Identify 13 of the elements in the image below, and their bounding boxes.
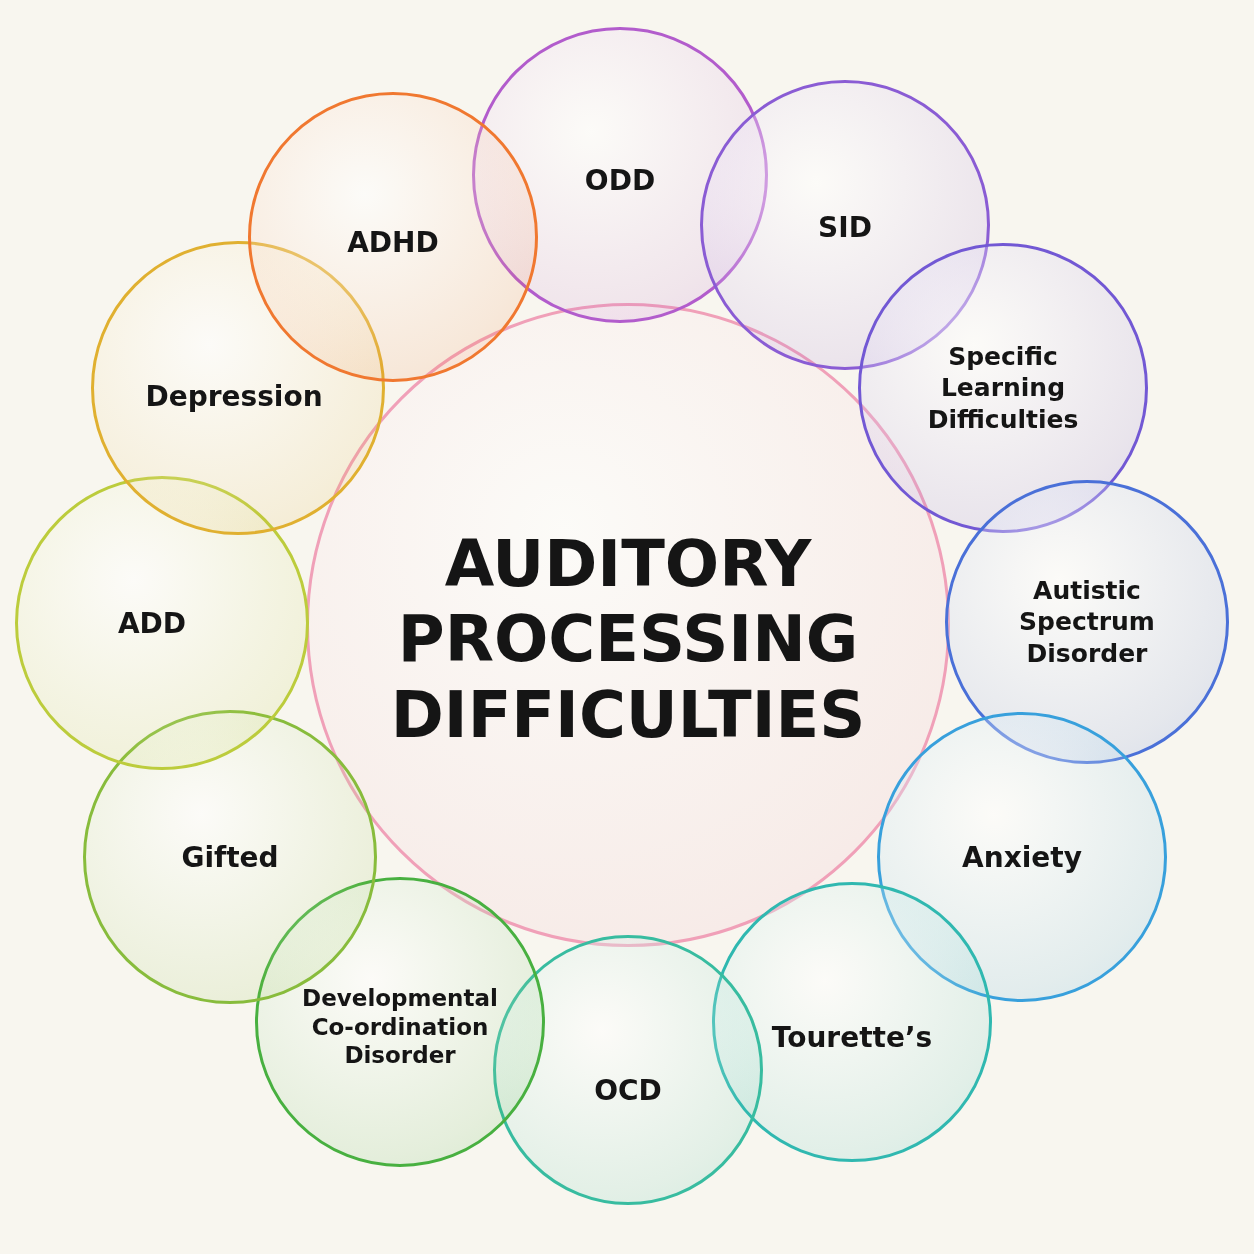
circle-label: OCD [593, 1072, 663, 1108]
circle-label: Depression [144, 378, 324, 414]
circle-label: ADD [116, 605, 188, 641]
circle-label: ODD [583, 162, 657, 198]
circle-label: Anxiety [961, 839, 1083, 875]
circle-label: Autistic Spectrum Disorder [1018, 575, 1156, 669]
circle-label: Tourette’s [770, 1019, 934, 1055]
circle-label: ADHD [346, 224, 440, 260]
circle-label: Developmental Co-ordination Disorder [301, 983, 499, 1071]
main-title: AUDITORY PROCESSING DIFFICULTIES [389, 526, 867, 754]
circle-label: Specific Learning Difficulties [926, 341, 1080, 435]
circle-label: Gifted [180, 839, 280, 875]
circle-label: SID [817, 210, 873, 245]
